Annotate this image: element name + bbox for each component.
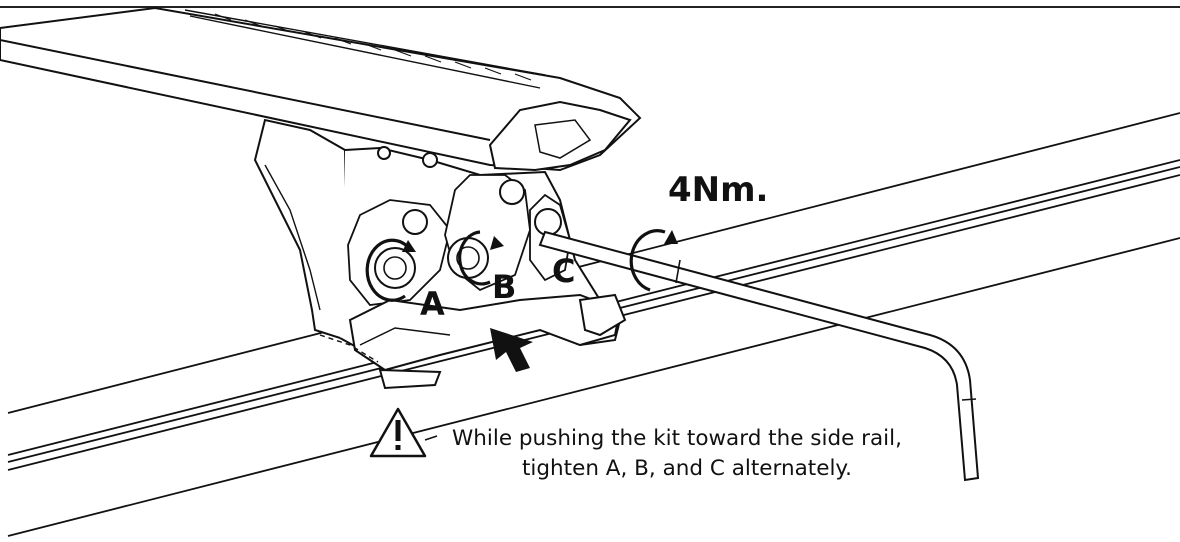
instruction-line-1: While pushing the kit toward the side ra… xyxy=(452,426,902,451)
bolt-label-c: C xyxy=(552,252,576,290)
torque-value: 4Nm. xyxy=(668,170,769,210)
rotation-arrow-head xyxy=(490,236,504,250)
bolt-label-b: B xyxy=(492,268,517,306)
hex-key-icon xyxy=(538,230,980,482)
rotation-arrow-icon xyxy=(365,229,666,302)
instruction-line-2: tighten A, B, and C alternately. xyxy=(522,456,852,481)
rotation-arrow-head xyxy=(664,230,678,244)
warning-icon xyxy=(369,407,438,458)
bolt-label-a: A xyxy=(420,285,445,323)
roof-bar xyxy=(0,6,642,172)
push-arrow-icon xyxy=(490,328,533,372)
rotation-arrow-head xyxy=(402,240,416,252)
foot-body xyxy=(253,118,627,390)
